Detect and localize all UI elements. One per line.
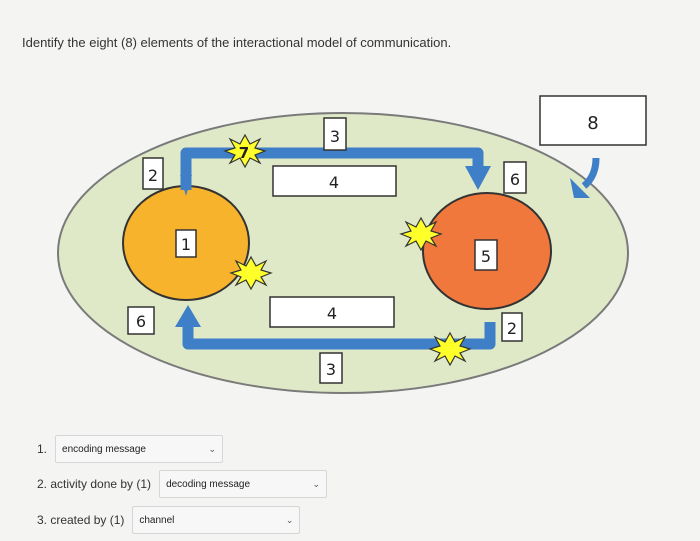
- noise-burst-receiver-icon: [400, 217, 442, 251]
- receiver-box: [474, 239, 498, 271]
- bottom-box-small: [319, 352, 343, 384]
- noise-burst-sender-icon: [230, 256, 272, 290]
- environment-pointer-head-icon: [570, 178, 590, 198]
- outside-box-label: 8: [587, 113, 598, 134]
- top-message-arrow: [180, 147, 484, 190]
- top-box-small: [323, 117, 347, 151]
- right-top-label: 6: [510, 170, 520, 189]
- answer-prefix-3: 3. created by (1): [37, 513, 125, 527]
- top-box-wide-label: 4: [329, 173, 339, 192]
- bottom-box-small-label: 3: [326, 360, 336, 379]
- answer-row-3: 3. created by (1) channel ⌄: [37, 506, 301, 534]
- answer-select-3-value: channel: [139, 514, 175, 526]
- receiver-box-label: 5: [481, 247, 491, 266]
- sender-number-label: 1: [181, 235, 191, 254]
- bottom-box-wide: [269, 296, 395, 328]
- right-bottom-label: 2: [507, 319, 517, 338]
- answer-row-1: 1. encoding message ⌄: [37, 435, 224, 463]
- answer-row-2: 2. activity done by (1) decoding message…: [37, 470, 328, 498]
- right-bottom-box: [501, 312, 523, 342]
- outside-box: [539, 95, 647, 146]
- noise-burst-bottom-icon: [429, 332, 471, 366]
- sender-number-box: [175, 229, 197, 258]
- left-bottom-box: [127, 306, 155, 335]
- left-top-box: [142, 157, 164, 190]
- top-box-small-label: 3: [330, 127, 340, 146]
- right-top-box: [503, 161, 527, 194]
- question-text: Identify the eight (8) elements of the i…: [22, 35, 452, 50]
- chevron-down-icon: ⌄: [285, 515, 294, 525]
- answer-number-1: 1.: [37, 442, 48, 456]
- top-box-wide: [272, 165, 397, 197]
- left-top-label: 2: [148, 166, 158, 185]
- interactional-model-diagram: 2 1 6 7 3 4 4 3 6 5 2 8: [57, 95, 647, 394]
- answer-select-2-value: decoding message: [166, 478, 251, 490]
- chevron-down-icon: ⌄: [208, 444, 217, 454]
- bottom-feedback-arrow: [182, 322, 496, 350]
- top-arrow-head-icon: [465, 166, 491, 190]
- chevron-down-icon: ⌄: [312, 479, 321, 489]
- bottom-box-wide-label: 4: [327, 304, 337, 323]
- answer-select-1-value: encoding message: [62, 443, 146, 455]
- environment-pointer-arrow: [581, 157, 600, 189]
- answer-select-2[interactable]: decoding message ⌄: [159, 470, 328, 498]
- answer-prefix-2: 2. activity done by (1): [37, 477, 152, 491]
- left-bottom-label: 6: [136, 312, 146, 331]
- answer-select-1[interactable]: encoding message ⌄: [55, 435, 224, 463]
- noise-top-label: 7: [239, 144, 249, 162]
- top-arrow-tail: [180, 175, 192, 196]
- answer-select-3[interactable]: channel ⌄: [132, 506, 301, 534]
- bottom-arrow-head-icon: [175, 305, 201, 327]
